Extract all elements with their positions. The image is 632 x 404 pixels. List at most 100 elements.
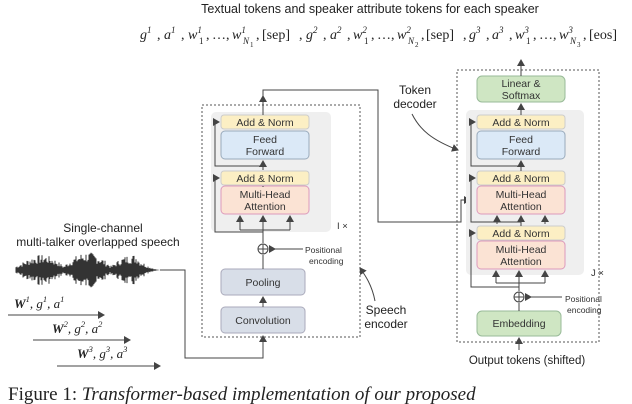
encoder-to-decoder-arrow (262, 89, 471, 223)
svg-text:W1, g1, a1: W1, g1, a1 (14, 294, 64, 311)
svg-text:,: , (391, 28, 395, 43)
speaker-1-annotation: W1, g1, a1 (8, 294, 105, 319)
encoder-repeat-label: I × (337, 221, 348, 232)
svg-text:N: N (242, 36, 250, 46)
speech-encoder-pointer (359, 267, 376, 302)
svg-text:,: , (299, 28, 303, 43)
decoder-connections (469, 59, 562, 350)
svg-text:Convolution: Convolution (235, 315, 291, 327)
svg-text:Embedding: Embedding (492, 318, 545, 330)
token-dots1: … (212, 28, 226, 43)
svg-text:Softmax: Softmax (502, 90, 541, 102)
svg-text:2: 2 (415, 41, 419, 49)
svg-text:W3, g3, a3: W3, g3, a3 (77, 344, 127, 361)
svg-text:Linear &: Linear & (501, 78, 540, 90)
svg-text:,: , (323, 28, 327, 43)
encoder-add-norm-mid: Add & Norm (220, 170, 310, 186)
token-decoder-pointer (411, 113, 459, 152)
token-w12: w2 (353, 25, 367, 43)
decoder-linear-softmax: Linear & Softmax (476, 75, 566, 103)
encoder-positional-label-1: Positional (305, 245, 342, 255)
token-w11: w1 (188, 25, 202, 43)
token-w13: w3 (515, 25, 529, 43)
token-a2: a2 (330, 25, 342, 43)
svg-text:,: , (226, 28, 230, 43)
svg-text:Multi-Head: Multi-Head (496, 244, 547, 256)
token-g3: g3 (469, 25, 481, 43)
decoder-feed-forward: Feed Forward (476, 130, 566, 160)
svg-text:Multi-Head: Multi-Head (496, 189, 547, 201)
input-label-1: Single-channel (63, 221, 142, 235)
decoder-self-attention: Multi-Head Attention (476, 240, 566, 270)
svg-text:1: 1 (364, 36, 369, 46)
decoder-add-norm-bottom: Add & Norm (476, 225, 566, 241)
token-wN2: w2 (397, 25, 411, 43)
decoder-positional-label-1: Positional (565, 294, 602, 304)
encoder-positional-label-2: encoding (309, 256, 344, 266)
input-label-2: multi-talker overlapped speech (16, 235, 179, 249)
speech-encoder-label-2: encoder (364, 317, 407, 331)
svg-text:Add & Norm: Add & Norm (492, 117, 549, 129)
decoder-positional-label-2: encoding (567, 305, 602, 315)
svg-text:,: , (583, 28, 587, 43)
svg-text:Pooling: Pooling (245, 277, 280, 289)
svg-text:N: N (407, 36, 415, 46)
svg-text:Add & Norm: Add & Norm (492, 228, 549, 240)
token-eos: [eos] (589, 28, 617, 43)
token-decoder-label-2: decoder (393, 97, 436, 111)
decoder-embedding: Embedding (476, 310, 562, 337)
encoder-multi-head-attention: Multi-Head Attention (220, 185, 310, 215)
svg-text:Multi-Head: Multi-Head (240, 189, 291, 201)
encoder-convolution: Convolution (220, 306, 306, 334)
decoder-add-norm-top: Add & Norm (476, 114, 566, 130)
svg-text:,: , (486, 28, 490, 43)
token-dots2: … (377, 28, 391, 43)
svg-text:,: , (347, 28, 351, 43)
token-wN3: w3 (559, 25, 573, 43)
encoder-add-norm-top: Add & Norm (220, 114, 310, 130)
token-dots3: … (539, 28, 553, 43)
speaker-2-annotation: W2, g2, a2 (33, 319, 131, 344)
decoder-add-norm-mid: Add & Norm (476, 170, 566, 186)
decoder-repeat-label: J × (591, 268, 604, 279)
svg-text:Forward: Forward (246, 146, 285, 158)
figure-caption: Figure 1: Transformer-based implementati… (8, 384, 476, 404)
decoder-outline (456, 69, 600, 343)
svg-text:Forward: Forward (502, 146, 541, 158)
svg-text:Feed: Feed (509, 134, 533, 146)
svg-text:,: , (157, 28, 161, 43)
svg-text:Attention: Attention (500, 256, 542, 268)
svg-text:,: , (553, 28, 557, 43)
token-wN1: w1 (232, 25, 246, 43)
token-a3: a3 (492, 25, 504, 43)
input-to-encoder-arrow (160, 269, 267, 359)
token-g1: g1 (140, 25, 152, 43)
svg-text:1: 1 (526, 36, 531, 46)
token-g2: g2 (306, 25, 318, 43)
waveform (15, 252, 160, 288)
token-decoder-label-1: Token (399, 83, 431, 97)
svg-text:Attention: Attention (500, 201, 542, 213)
svg-text:Feed: Feed (253, 134, 277, 146)
svg-text:Add & Norm: Add & Norm (236, 173, 293, 185)
svg-text:,: , (463, 28, 467, 43)
svg-text:,: , (206, 28, 210, 43)
svg-text:Attention: Attention (244, 201, 286, 213)
encoder-outline (201, 104, 361, 338)
output-tokens-label: Output tokens (shifted) (469, 355, 586, 367)
svg-text:Add & Norm: Add & Norm (492, 173, 549, 185)
svg-text:,: , (371, 28, 375, 43)
token-sep2: [sep] (426, 28, 454, 43)
svg-text:1: 1 (199, 36, 204, 46)
waveform-trace (15, 252, 160, 288)
svg-text:,: , (509, 28, 513, 43)
svg-text:N: N (569, 36, 577, 46)
svg-text:Add & Norm: Add & Norm (236, 117, 293, 129)
svg-text:3: 3 (577, 41, 581, 49)
encoder-feed-forward: Feed Forward (220, 130, 310, 160)
speaker-3-annotation: W3, g3, a3 (57, 344, 161, 370)
header-title: Textual tokens and speaker attribute tok… (201, 2, 539, 16)
encoder-pooling: Pooling (220, 268, 306, 296)
header-token-sequence: g1 , a1 , w1 1 , … , w1 N 1 , [sep] , g2… (140, 25, 617, 49)
